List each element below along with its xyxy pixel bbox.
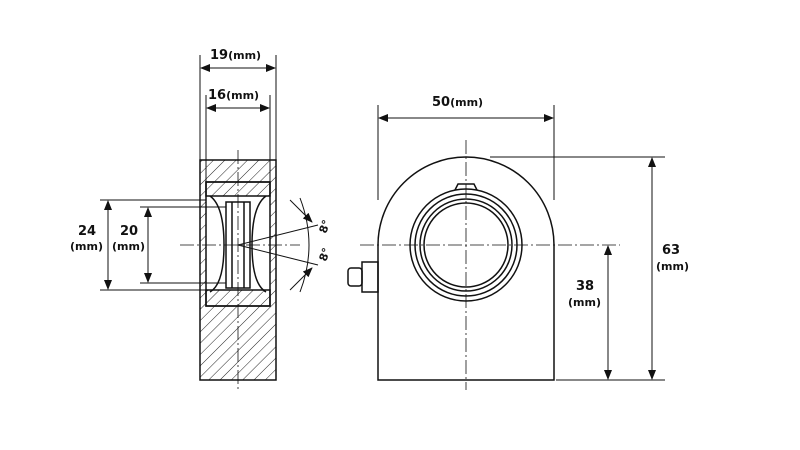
grease-nipple-icon — [347, 261, 379, 293]
tilt-angle-top-label: 8° — [317, 218, 334, 235]
tilt-angle-bottom-label: 8° — [317, 246, 334, 263]
dim-38-unit: (mm) — [568, 296, 601, 309]
dim-24-unit: (mm) — [70, 240, 103, 253]
dim-16: 16(mm) — [208, 88, 259, 103]
dim-24-value: 24 — [78, 224, 96, 239]
right-dimension-lines — [377, 105, 665, 381]
dim-63-value: 63 — [662, 243, 680, 258]
dim-38-value: 38 — [576, 279, 594, 294]
left-dimension-lines — [100, 55, 277, 291]
front-view — [347, 140, 620, 390]
dim-50: 50(mm) — [432, 95, 483, 110]
section-view — [180, 150, 319, 390]
dim-20-unit: (mm) — [112, 240, 145, 253]
dim-63-unit: (mm) — [656, 260, 689, 273]
dim-20-value: 20 — [120, 224, 138, 239]
dim-19: 19(mm) — [210, 48, 261, 63]
